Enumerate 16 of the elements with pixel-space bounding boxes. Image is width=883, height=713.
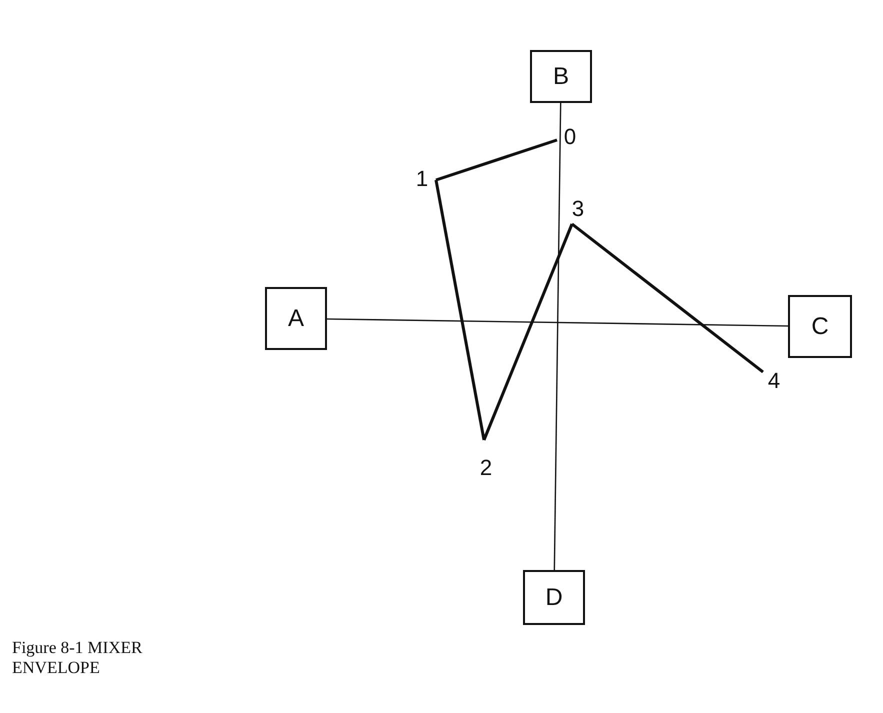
envelope-line xyxy=(482,223,574,441)
envelope-point-number: 1 xyxy=(414,168,430,190)
channel-box: D xyxy=(523,570,585,625)
envelope-line xyxy=(436,138,558,182)
channel-box: C xyxy=(788,295,852,358)
envelope-point-number: 0 xyxy=(562,126,578,148)
channel-box: A xyxy=(265,287,327,350)
channel-box: B xyxy=(530,50,592,103)
axis-line xyxy=(554,103,562,570)
envelope-point-number: 3 xyxy=(570,198,586,220)
figure-caption: Figure 8-1 MIXER ENVELOPE xyxy=(12,638,144,678)
envelope-point-number: 2 xyxy=(478,457,494,479)
envelope-point-number: 4 xyxy=(766,370,782,392)
axis-line xyxy=(327,318,788,327)
envelope-line xyxy=(434,180,486,440)
envelope-line xyxy=(571,222,764,374)
